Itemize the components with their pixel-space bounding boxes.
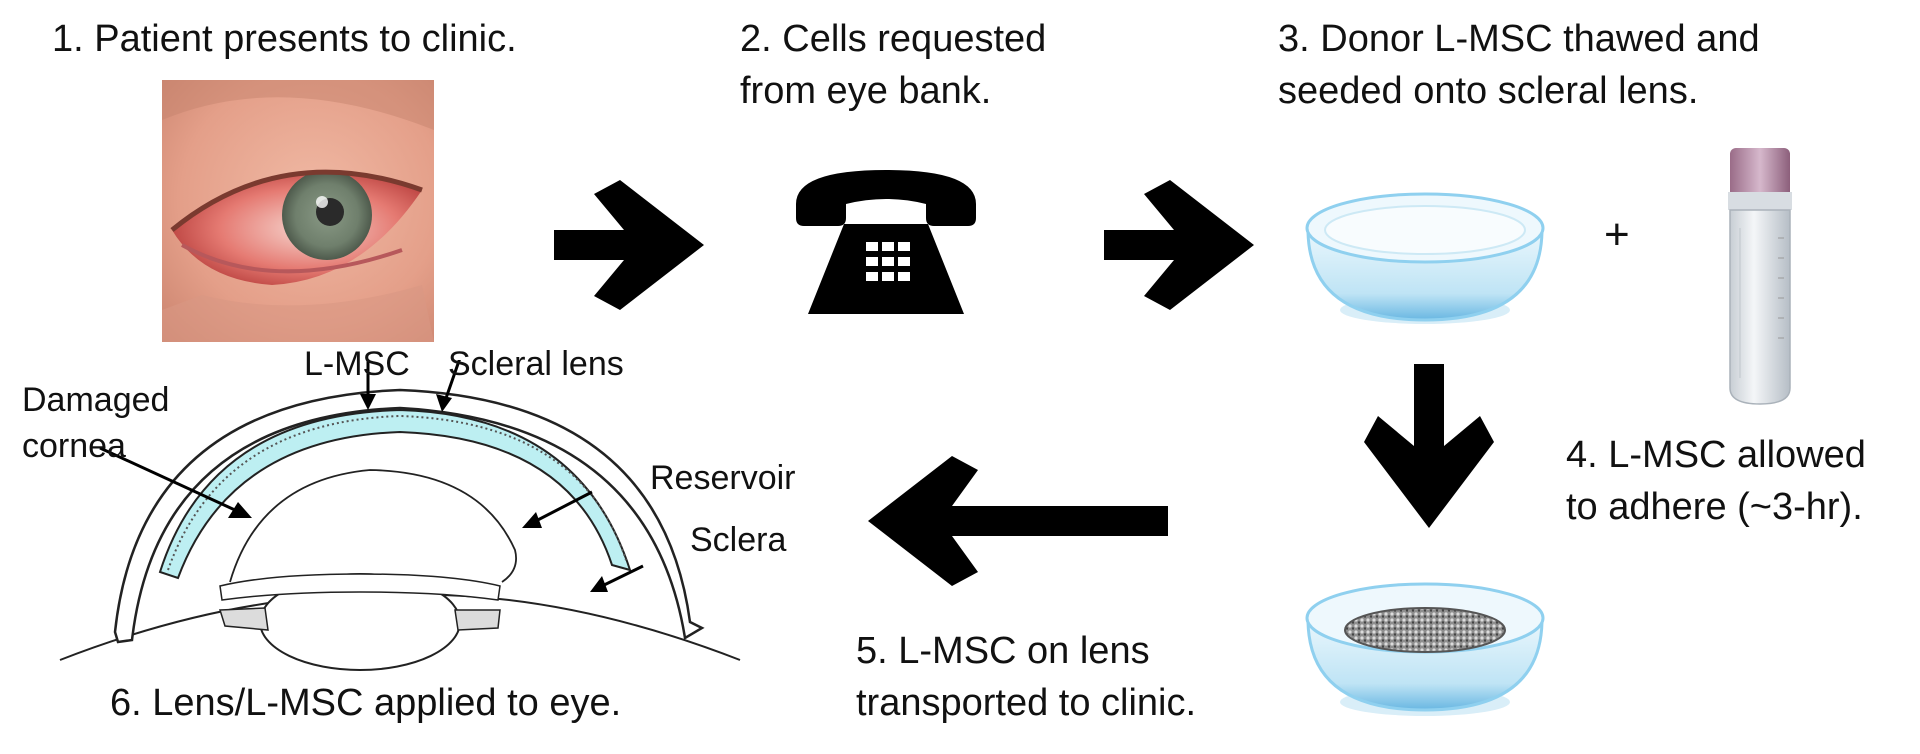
- lmsc-layer: [167, 414, 627, 571]
- eye-cross-section-diagram: [59, 360, 741, 671]
- step3-caption-line2: seeded onto scleral lens.: [1278, 70, 1699, 112]
- cryovial-icon: [1728, 148, 1792, 405]
- step5-caption-line1: 5. L-MSC on lens: [856, 630, 1150, 672]
- step6-caption: 6. Lens/L-MSC applied to eye.: [110, 682, 622, 724]
- plus-sign: +: [1604, 210, 1630, 259]
- reservoir: [158, 408, 632, 580]
- step2-caption-line1: 2. Cells requested: [740, 18, 1047, 60]
- arrow-right-icon: [554, 180, 704, 310]
- arrow-down-icon: [1364, 364, 1494, 528]
- step5-caption-line2: transported to clinic.: [856, 682, 1197, 724]
- damaged-cornea-label-line2: cornea: [22, 427, 126, 465]
- sclera-label: Sclera: [690, 521, 787, 559]
- red-eye-photo-icon: [162, 80, 434, 342]
- arrow-left-icon: [868, 456, 1168, 586]
- lmsc-label: L-MSC: [304, 345, 410, 383]
- damaged-cornea-label-line1: Damaged: [22, 381, 170, 419]
- arrow-right-icon: [1104, 180, 1254, 310]
- step1-caption: 1. Patient presents to clinic.: [52, 18, 517, 60]
- contact-lens-icon: [1305, 192, 1545, 324]
- scleral-lens-label: Scleral lens: [448, 345, 624, 383]
- step4-caption-line1: 4. L-MSC allowed: [1566, 434, 1866, 476]
- seeded-lens-icon: [1305, 582, 1545, 716]
- step3-caption-line1: 3. Donor L-MSC thawed and: [1278, 18, 1760, 60]
- scleral-lens-shell: [113, 388, 705, 644]
- step4-caption-line2: to adhere (~3-hr).: [1566, 486, 1863, 528]
- step2-caption-line2: from eye bank.: [740, 70, 992, 112]
- reservoir-label: Reservoir: [650, 459, 796, 497]
- telephone-icon: [796, 170, 976, 314]
